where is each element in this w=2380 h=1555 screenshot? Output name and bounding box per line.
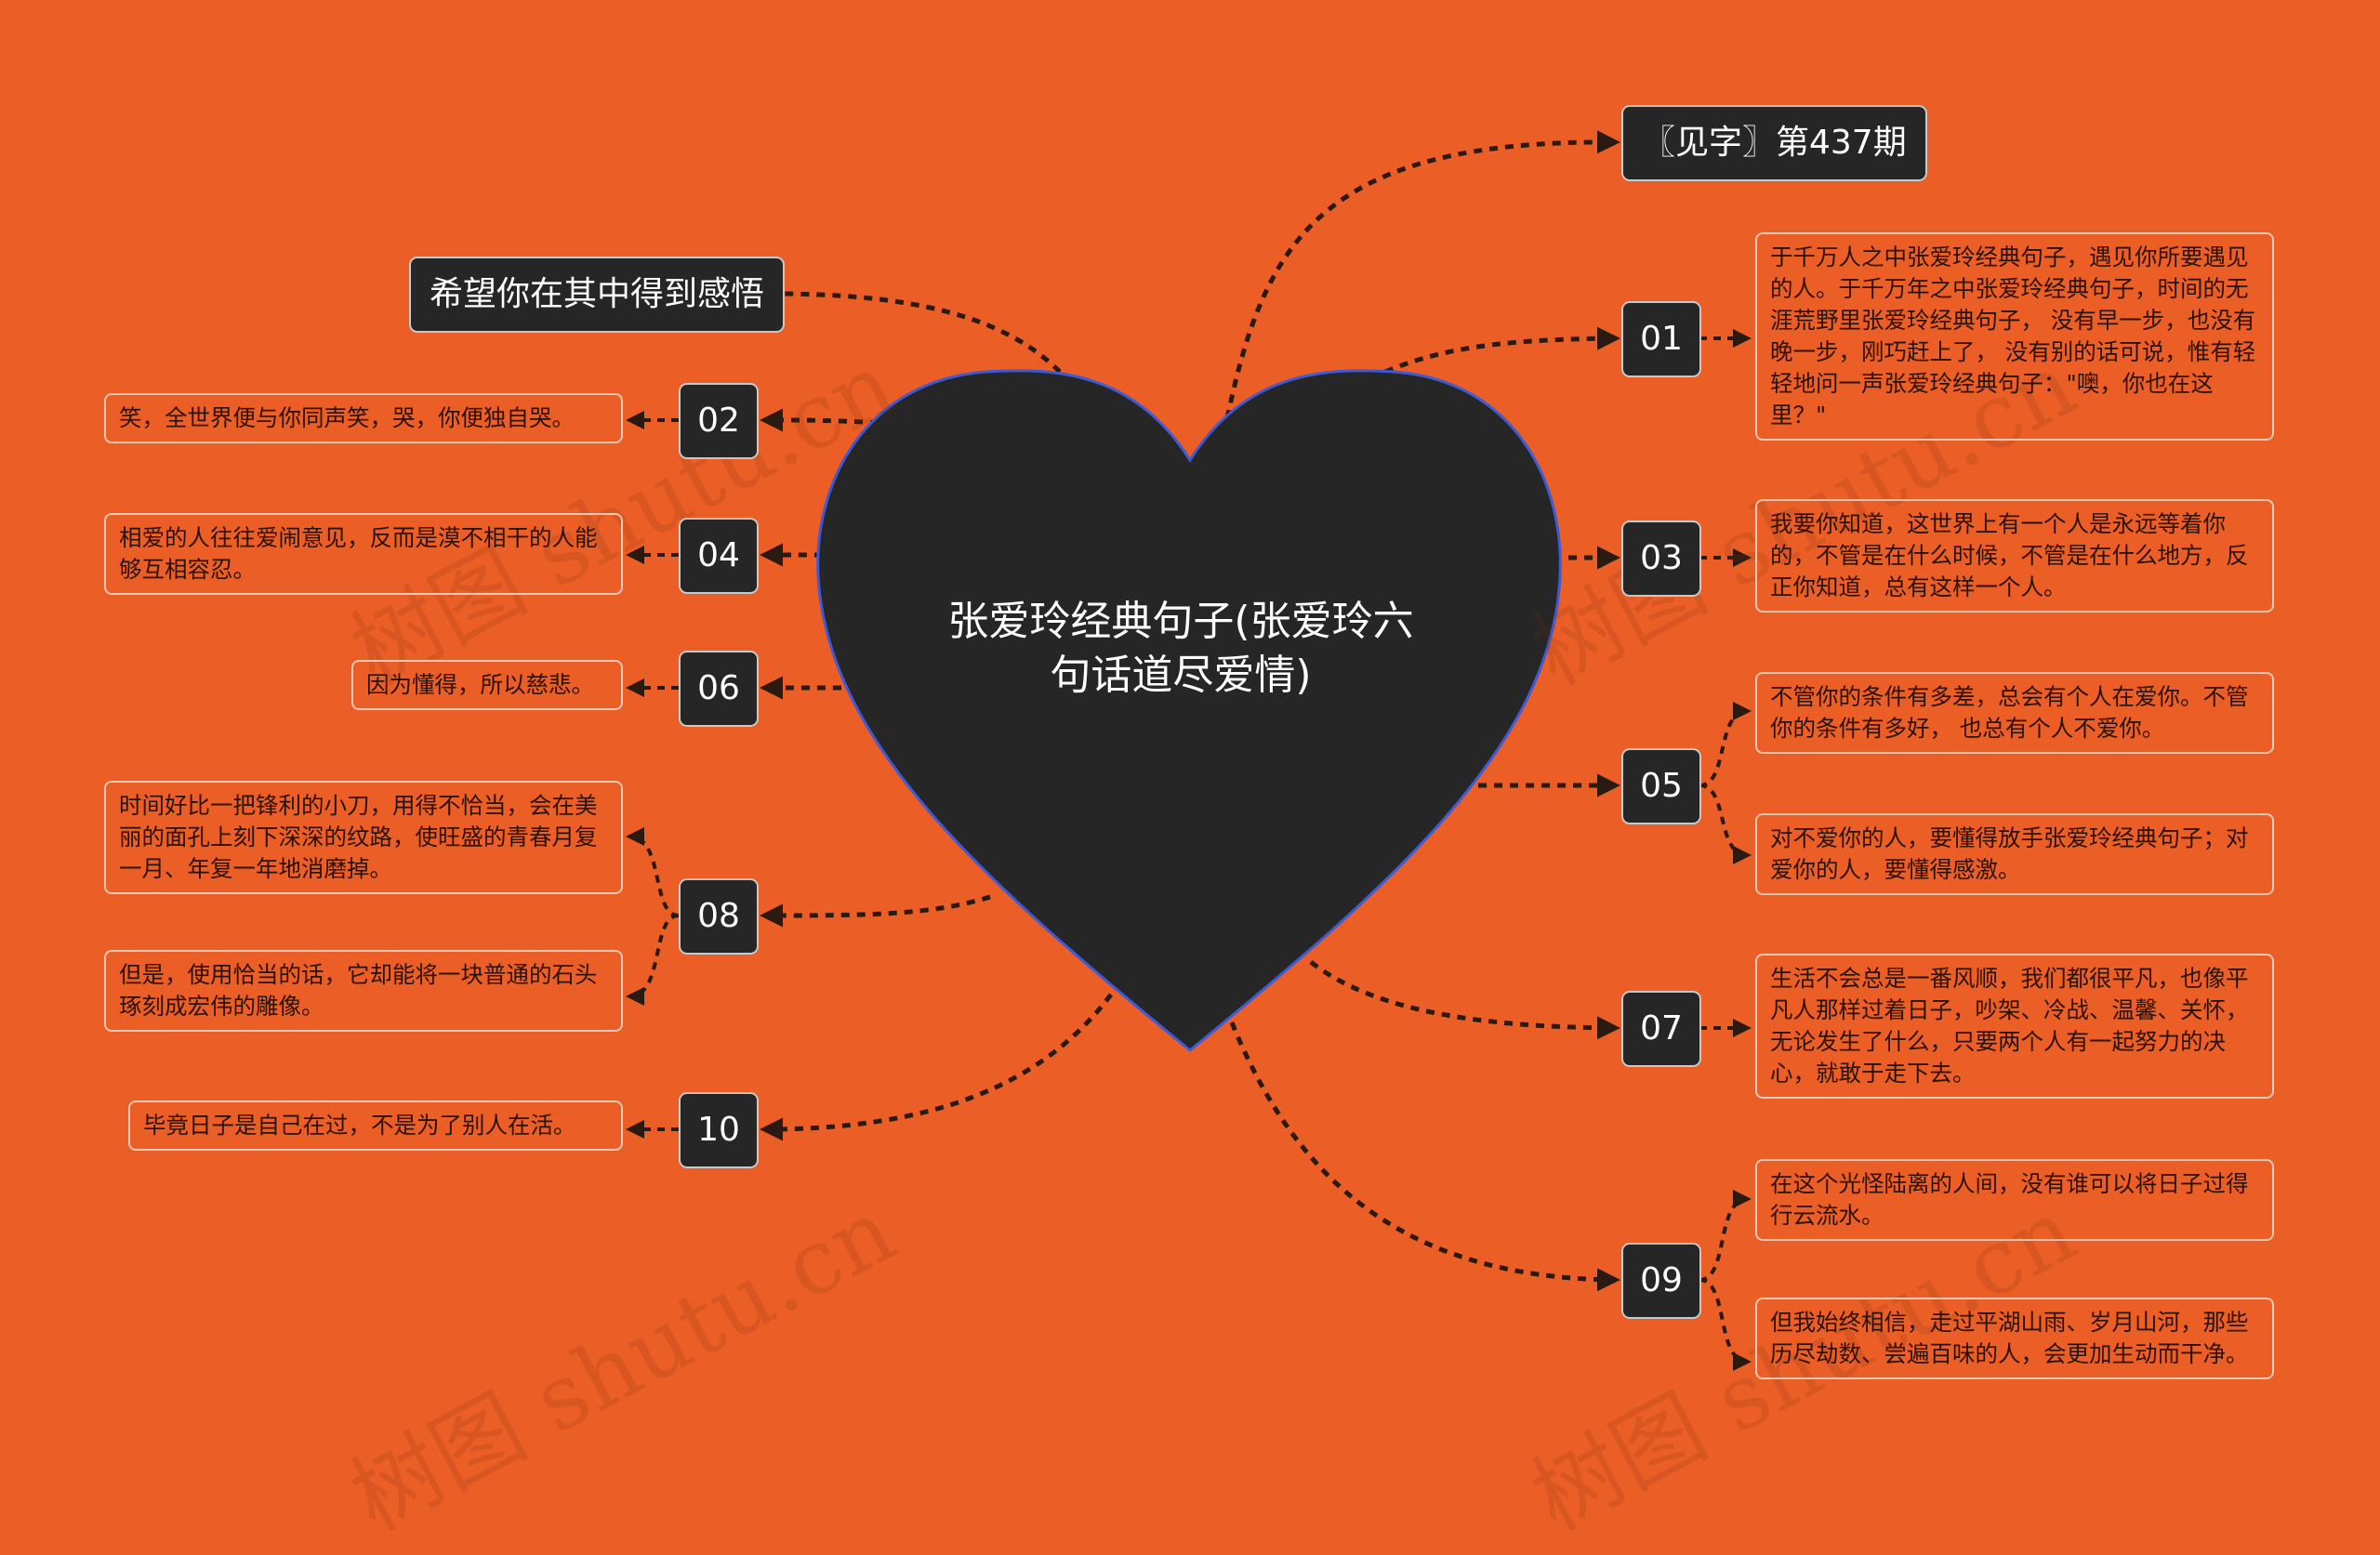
leaf-09a[interactable]: 在这个光怪陆离的人间，没有谁可以将日子过得行云流水。 bbox=[1755, 1159, 2274, 1241]
leaf-10[interactable]: 毕竟日子是自己在过，不是为了别人在活。 bbox=[128, 1100, 623, 1151]
branch-07-node[interactable]: 07 bbox=[1621, 991, 1701, 1067]
leaf-08b[interactable]: 但是，使用恰当的话，它却能将一块普通的石头琢刻成宏伟的雕像。 bbox=[104, 950, 623, 1032]
branch-01-node[interactable]: 01 bbox=[1621, 301, 1701, 377]
center-topic[interactable]: 张爱玲经典句子(张爱玲六 句话道尽爱情) bbox=[911, 595, 1450, 703]
leaf-connector-05a bbox=[1699, 702, 1752, 787]
leaf-02[interactable]: 笑，全世界便与你同声笑，哭，你便独自哭。 bbox=[104, 393, 623, 443]
branch-04-node[interactable]: 04 bbox=[679, 518, 759, 594]
center-title-line2: 句话道尽爱情) bbox=[1050, 652, 1312, 699]
branch-06-node[interactable]: 06 bbox=[679, 651, 759, 727]
connector-07 bbox=[1309, 960, 1620, 1040]
branch-05-node[interactable]: 05 bbox=[1621, 748, 1701, 824]
connectors bbox=[760, 130, 1620, 1292]
leaf-connector-09b bbox=[1699, 1278, 1752, 1371]
branch-02-node[interactable]: 02 bbox=[679, 383, 759, 459]
connector-left-tag bbox=[760, 282, 1062, 374]
connector-09 bbox=[1229, 1021, 1620, 1292]
connector-02 bbox=[760, 408, 879, 432]
leaf-connector-09a bbox=[1699, 1190, 1752, 1282]
leaf-08a[interactable]: 时间好比一把锋利的小刀，用得不恰当，会在美丽的面孔上刻下深深的纹路，使旺盛的青春… bbox=[104, 781, 623, 894]
leaf-05a[interactable]: 不管你的条件有多差，总会有个人在爱你。不管你的条件有多好， 也总有个人不爱你。 bbox=[1755, 672, 2274, 754]
branch-08-node[interactable]: 08 bbox=[679, 878, 759, 955]
connector-08 bbox=[760, 894, 991, 928]
leaf-06[interactable]: 因为懂得，所以慈悲。 bbox=[351, 660, 623, 710]
branch-09-node[interactable]: 09 bbox=[1621, 1243, 1701, 1319]
leaf-connectors bbox=[626, 329, 1752, 1371]
center-title-line1: 张爱玲经典句子(张爱玲六 bbox=[947, 598, 1414, 645]
leaf-connector-05b bbox=[1699, 784, 1752, 864]
leaf-04[interactable]: 相爱的人往往爱闹意见，反而是漠不相干的人能够互相容忍。 bbox=[104, 513, 623, 595]
leaf-03[interactable]: 我要你知道，这世界上有一个人是永远等着你的，不管是在什么时候，不管是在什么地方，… bbox=[1755, 499, 2274, 613]
leaf-connector-08a bbox=[626, 827, 680, 917]
branch-10-node[interactable]: 10 bbox=[679, 1092, 759, 1168]
leaf-09b[interactable]: 但我始终相信，走过平湖山雨、岁月山河，那些历尽劫数、尝遍百味的人，会更加生动而干… bbox=[1755, 1298, 2274, 1379]
top-tag-node[interactable]: 〖见字〗第437期 bbox=[1621, 105, 1927, 181]
branch-03-node[interactable]: 03 bbox=[1621, 521, 1701, 597]
leaf-07[interactable]: 生活不会总是一番风顺，我们都很平凡，也像平凡人那样过着日子，吵架、冷战、温馨、关… bbox=[1755, 954, 2274, 1099]
left-tag-node[interactable]: 希望你在其中得到感悟 bbox=[409, 257, 786, 333]
leaf-01[interactable]: 于千万人之中张爱玲经典句子，遇见你所要遇见的人。于千万年之中张爱玲经典句子，时间… bbox=[1755, 232, 2274, 441]
center-heart-shape bbox=[816, 369, 1562, 1052]
leaf-connector-08b bbox=[626, 914, 680, 1006]
leaf-05b[interactable]: 对不爱你的人，要懂得放手张爱玲经典句子；对爱你的人，要懂得感激。 bbox=[1755, 813, 2274, 895]
connector-01 bbox=[1384, 326, 1620, 375]
connector-10 bbox=[760, 993, 1113, 1141]
